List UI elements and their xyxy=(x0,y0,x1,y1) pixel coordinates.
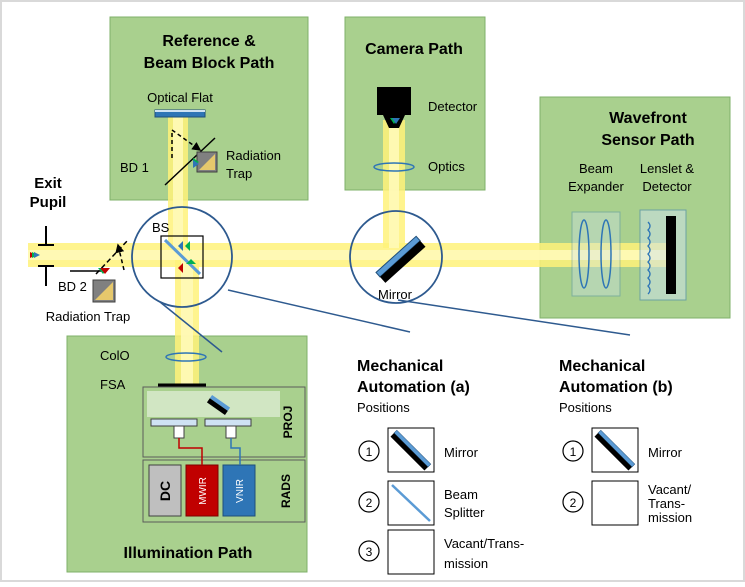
mech-a-position-2-label-line2: Splitter xyxy=(444,505,485,520)
mech-b-position-2-box xyxy=(591,480,639,526)
colo-label: ColO xyxy=(100,348,130,363)
beam-expander-line2: Expander xyxy=(568,179,624,194)
exit-pupil-line1: Exit xyxy=(34,175,62,192)
mech-a-title-line1: Mechanical xyxy=(357,358,443,375)
mech-b-position-2-label-line1: Vacant/ xyxy=(648,482,692,497)
mech-a-position-1-number: 1 xyxy=(366,445,373,459)
mech-a-position-1-label: Mirror xyxy=(444,445,479,460)
mech-b-position-1-number: 1 xyxy=(570,445,577,459)
mech-a-position-3-number: 3 xyxy=(366,545,373,559)
proj-label: PROJ xyxy=(281,406,295,439)
detector-icon xyxy=(377,87,411,115)
beam-splitter-icon xyxy=(163,238,202,276)
camera-title: Camera Path xyxy=(365,41,463,58)
radiation-trap-label: Radiation Trap xyxy=(46,309,131,324)
expander-lens-1-icon xyxy=(578,219,590,289)
mech-a-position-2-label-line1: Beam xyxy=(444,487,478,502)
lenslet-detector-line2: Detector xyxy=(642,179,692,194)
mirror-label: Mirror xyxy=(378,287,413,302)
mech-a-position-3-box xyxy=(387,529,435,575)
expander-lens-2-icon xyxy=(600,219,612,289)
beam-dump-mirror-1 xyxy=(164,137,216,186)
mech-b-mirror-icon xyxy=(594,429,636,471)
reference-title-line2: Beam Block Path xyxy=(144,55,275,72)
mech-b-position-1-label: Mirror xyxy=(648,445,683,460)
mech-b-position-2-label-line3: mission xyxy=(648,510,692,525)
beam-splitter-box xyxy=(160,235,204,279)
mwir-label: MWIR xyxy=(198,477,209,505)
wavefront-title-line2: Sensor Path xyxy=(601,132,694,149)
bd2-label: BD 2 xyxy=(58,279,87,294)
mech-a-position-3-label-line2: mission xyxy=(444,556,488,571)
wavefront-title-line1: Wavefront xyxy=(609,110,687,127)
vnir-label: VNIR xyxy=(235,479,246,503)
mech-a-position-2-number: 2 xyxy=(366,496,373,510)
mech-a-mirror-icon xyxy=(390,429,432,471)
mech-b-title-line1: Mechanical xyxy=(559,358,645,375)
detector-label: Detector xyxy=(428,99,478,114)
reference-radiation-trap-line2: Trap xyxy=(226,166,252,181)
mwir-source-box xyxy=(185,464,219,517)
mech-a-positions-label: Positions xyxy=(357,400,410,415)
reference-radiation-trap-line1: Radiation xyxy=(226,148,281,163)
mech-b-title-line2: Automation (b) xyxy=(559,379,673,396)
bs-zoom-circle xyxy=(131,206,233,308)
vnir-fiber xyxy=(230,438,241,465)
beam-expander-line1: Beam xyxy=(579,161,613,176)
mech-b-position-2-label-line2: Trans- xyxy=(648,496,685,511)
beam-paths xyxy=(28,113,668,420)
proj-slit-1-icon xyxy=(150,418,198,427)
lenslet-detector-line1: Lenslet & xyxy=(640,161,695,176)
lenslet-box xyxy=(639,209,687,301)
reference-title-line1: Reference & xyxy=(162,33,256,50)
dc-source-box xyxy=(148,464,182,517)
mechanical-automation-a: Mechanical Automation (a) Positions 1 Mi… xyxy=(357,358,524,575)
fsa-label: FSA xyxy=(100,377,126,392)
beam-expander-box xyxy=(571,211,621,297)
camera-panel xyxy=(344,16,486,191)
lenslet-array-icon xyxy=(647,221,651,295)
proj-fold-mirror-icon xyxy=(206,394,231,415)
zoom-line-b xyxy=(397,299,631,336)
dc-label: DC xyxy=(157,481,173,501)
illumination-title: Illumination Path xyxy=(124,545,253,562)
mech-b-position-2-number: 2 xyxy=(570,496,577,510)
camera-optics-lens-icon xyxy=(373,162,415,172)
zoom-line-a xyxy=(227,289,411,333)
exit-pupil-line2: Pupil xyxy=(30,194,67,211)
rads-label: RADS xyxy=(279,474,293,508)
colo-lens-icon xyxy=(165,352,207,362)
optical-flat-label: Optical Flat xyxy=(147,90,213,105)
bd1-label: BD 1 xyxy=(120,160,149,175)
reference-beam-arrow xyxy=(171,128,202,158)
mwir-fiber xyxy=(178,438,203,465)
mech-b-positions-label: Positions xyxy=(559,400,612,415)
optics-label: Optics xyxy=(428,159,465,174)
mech-a-position-3-label-line1: Vacant/Trans- xyxy=(444,536,524,551)
fold-mirror-icon xyxy=(375,235,426,283)
mechanical-automation-b: Mechanical Automation (b) Positions 1 Mi… xyxy=(559,358,692,526)
bs-label: BS xyxy=(152,220,170,235)
wavefront-panel xyxy=(539,96,731,319)
proj-slit-2-icon xyxy=(204,418,252,427)
mech-a-title-line2: Automation (a) xyxy=(357,379,470,396)
wavefront-detector-icon xyxy=(666,216,676,294)
vnir-source-box xyxy=(222,464,256,517)
mirror-zoom-circle xyxy=(349,210,443,304)
mech-a-beam-splitter-icon xyxy=(391,484,431,522)
